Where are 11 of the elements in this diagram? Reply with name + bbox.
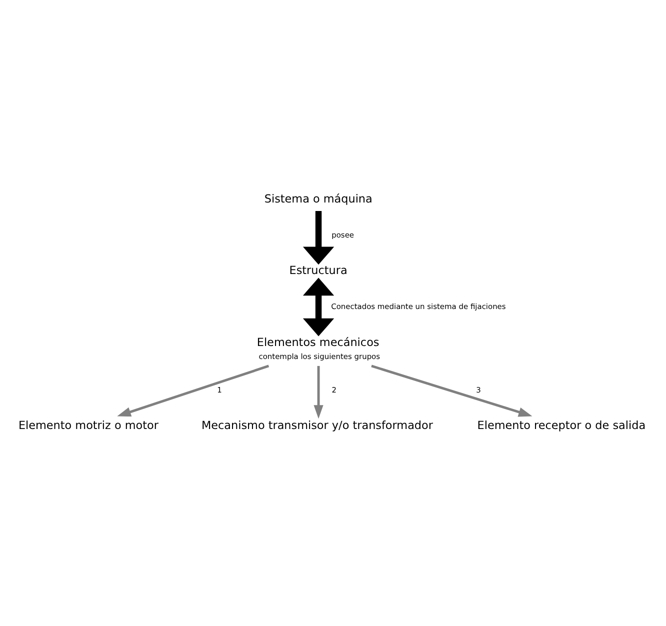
arrow <box>117 364 270 417</box>
arrow <box>302 211 334 265</box>
node-text: Elemento motriz o motor <box>18 419 158 432</box>
node-text: Elemento receptor o de salida <box>477 419 646 432</box>
arrow <box>302 278 334 336</box>
arrow <box>314 366 324 419</box>
node-text: Estructura <box>289 264 348 278</box>
arrow <box>371 364 532 417</box>
node-text: Sistema o máquina <box>264 192 372 206</box>
node-text: Elementos mecánicos <box>256 336 380 349</box>
node-text: Mecanismo transmisor y/o transformador <box>201 419 433 432</box>
